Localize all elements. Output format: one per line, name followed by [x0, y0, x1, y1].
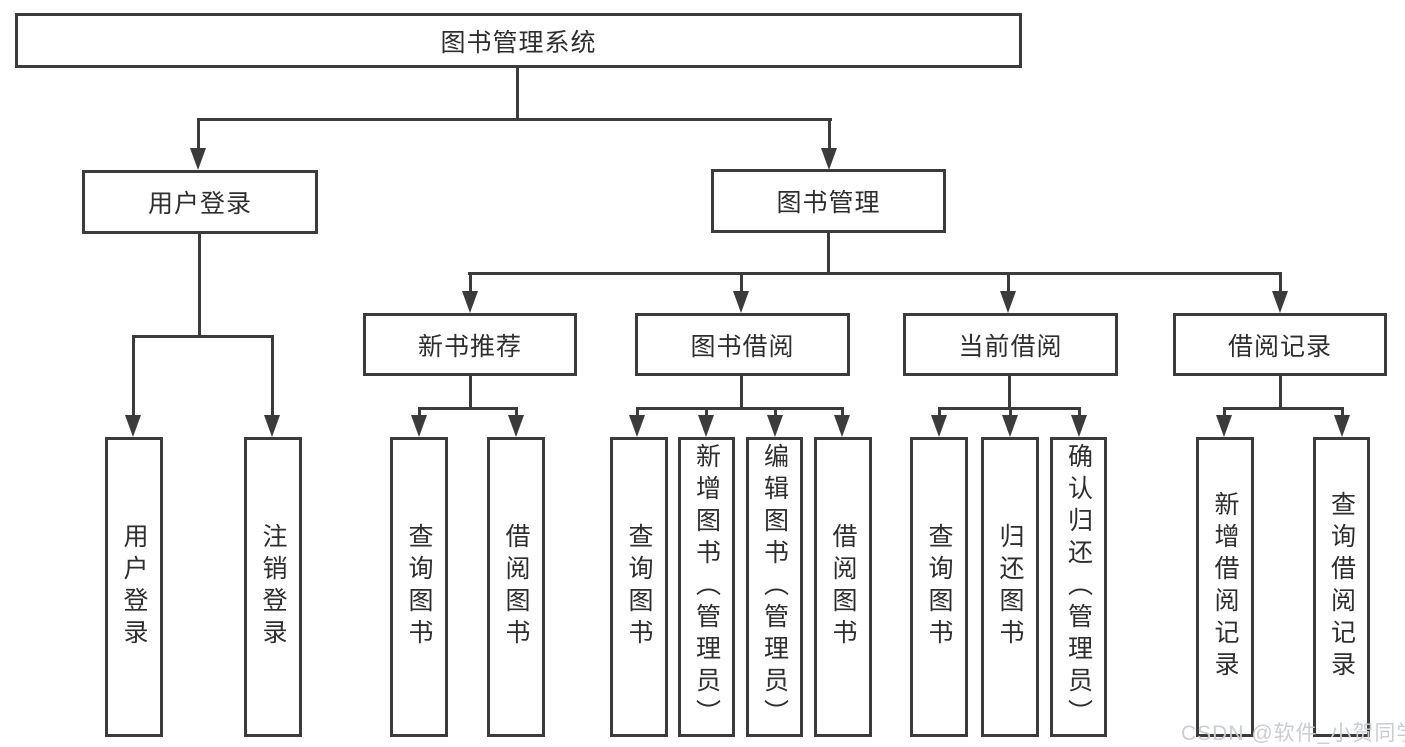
- arrow-down-icon: [733, 291, 749, 313]
- arrow-down-icon: [508, 415, 524, 437]
- edge-book-mgmt-drop-2: [740, 272, 743, 293]
- node-current-borrowing: 当前借阅: [903, 313, 1118, 376]
- arrow-down-icon: [1071, 415, 1087, 437]
- node-book-management: 图书管理: [711, 169, 946, 233]
- leaf-new-books-query: 查询图书: [390, 437, 448, 737]
- edge-borrow-records-drop-1: [1223, 407, 1226, 416]
- edge-user-login-stem: [198, 234, 201, 338]
- leaf-borrow-add: 新增图书（管理员）: [678, 437, 735, 737]
- edge-book-mgmt-drop-4: [1279, 272, 1282, 293]
- edge-current-borrow-drop-2: [1009, 407, 1012, 416]
- arrow-down-icon: [767, 415, 783, 437]
- edge-root-bar: [197, 118, 832, 121]
- edge-book-mgmt-drop-3: [1007, 272, 1010, 293]
- edge-book-borrow-stem: [740, 376, 743, 410]
- edge-user-login-drop-2: [271, 335, 274, 416]
- arrow-down-icon: [931, 415, 947, 437]
- arrow-down-icon: [1272, 291, 1288, 313]
- edge-current-borrow-stem: [1008, 376, 1011, 410]
- edge-book-mgmt-bar: [468, 272, 1282, 275]
- arrow-down-icon: [411, 415, 427, 437]
- edge-book-borrow-drop-3: [774, 407, 777, 416]
- arrow-down-icon: [834, 415, 850, 437]
- edge-borrow-records-drop-2: [1341, 407, 1344, 416]
- arrow-down-icon: [698, 415, 714, 437]
- node-book-borrowing: 图书借阅: [635, 313, 850, 376]
- arrow-down-icon: [1000, 291, 1016, 313]
- leaf-records-query: 查询借阅记录: [1313, 437, 1370, 737]
- edge-new-books-drop-2: [515, 407, 518, 416]
- node-user-login: 用户登录: [82, 170, 318, 234]
- leaf-user-login: 用户登录: [105, 437, 163, 737]
- leaf-current-query: 查询图书: [910, 437, 968, 737]
- arrow-down-icon: [821, 148, 837, 170]
- edge-book-borrow-drop-1: [636, 407, 639, 416]
- node-root: 图书管理系统: [15, 13, 1022, 68]
- leaf-records-add: 新增借阅记录: [1196, 437, 1254, 737]
- arrow-down-icon: [629, 415, 645, 437]
- node-new-books: 新书推荐: [363, 313, 577, 376]
- edge-root-drop-1: [197, 118, 200, 150]
- leaf-borrow-borrow: 借阅图书: [814, 437, 872, 737]
- edge-book-mgmt-drop-1: [469, 272, 472, 293]
- leaf-logout: 注销登录: [244, 437, 302, 737]
- leaf-borrow-query: 查询图书: [610, 437, 668, 737]
- arrow-down-icon: [190, 148, 206, 170]
- edge-book-borrow-drop-4: [841, 407, 844, 416]
- edge-user-login-drop-1: [132, 335, 135, 416]
- arrow-down-icon: [125, 415, 141, 437]
- edge-new-books-stem: [469, 376, 472, 410]
- arrow-down-icon: [1002, 415, 1018, 437]
- edge-book-mgmt-stem: [827, 233, 830, 275]
- leaf-current-confirm-return: 确认归还（管理员）: [1050, 437, 1107, 737]
- arrow-down-icon: [264, 415, 280, 437]
- node-borrow-records: 借阅记录: [1173, 313, 1387, 376]
- edge-current-borrow-drop-3: [1078, 407, 1081, 416]
- arrow-down-icon: [1216, 415, 1232, 437]
- edge-borrow-records-stem: [1279, 376, 1282, 410]
- leaf-new-books-borrow: 借阅图书: [487, 437, 545, 737]
- edge-root-drop-2: [828, 118, 831, 150]
- leaf-borrow-edit: 编辑图书（管理员）: [746, 437, 803, 737]
- edge-current-borrow-drop-1: [938, 407, 941, 416]
- edge-new-books-drop-1: [418, 407, 421, 416]
- edge-borrow-records-bar: [1223, 407, 1343, 410]
- edge-new-books-bar: [418, 407, 517, 410]
- edge-book-borrow-drop-2: [705, 407, 708, 416]
- arrow-down-icon: [1334, 415, 1350, 437]
- edge-book-borrow-bar: [636, 407, 843, 410]
- edge-user-login-bar: [132, 335, 274, 338]
- csdn-watermark: CSDN @软件_小贺同学: [1181, 722, 1405, 745]
- leaf-current-return: 归还图书: [981, 437, 1039, 737]
- arrow-down-icon: [462, 291, 478, 313]
- edge-root-stem: [516, 68, 519, 121]
